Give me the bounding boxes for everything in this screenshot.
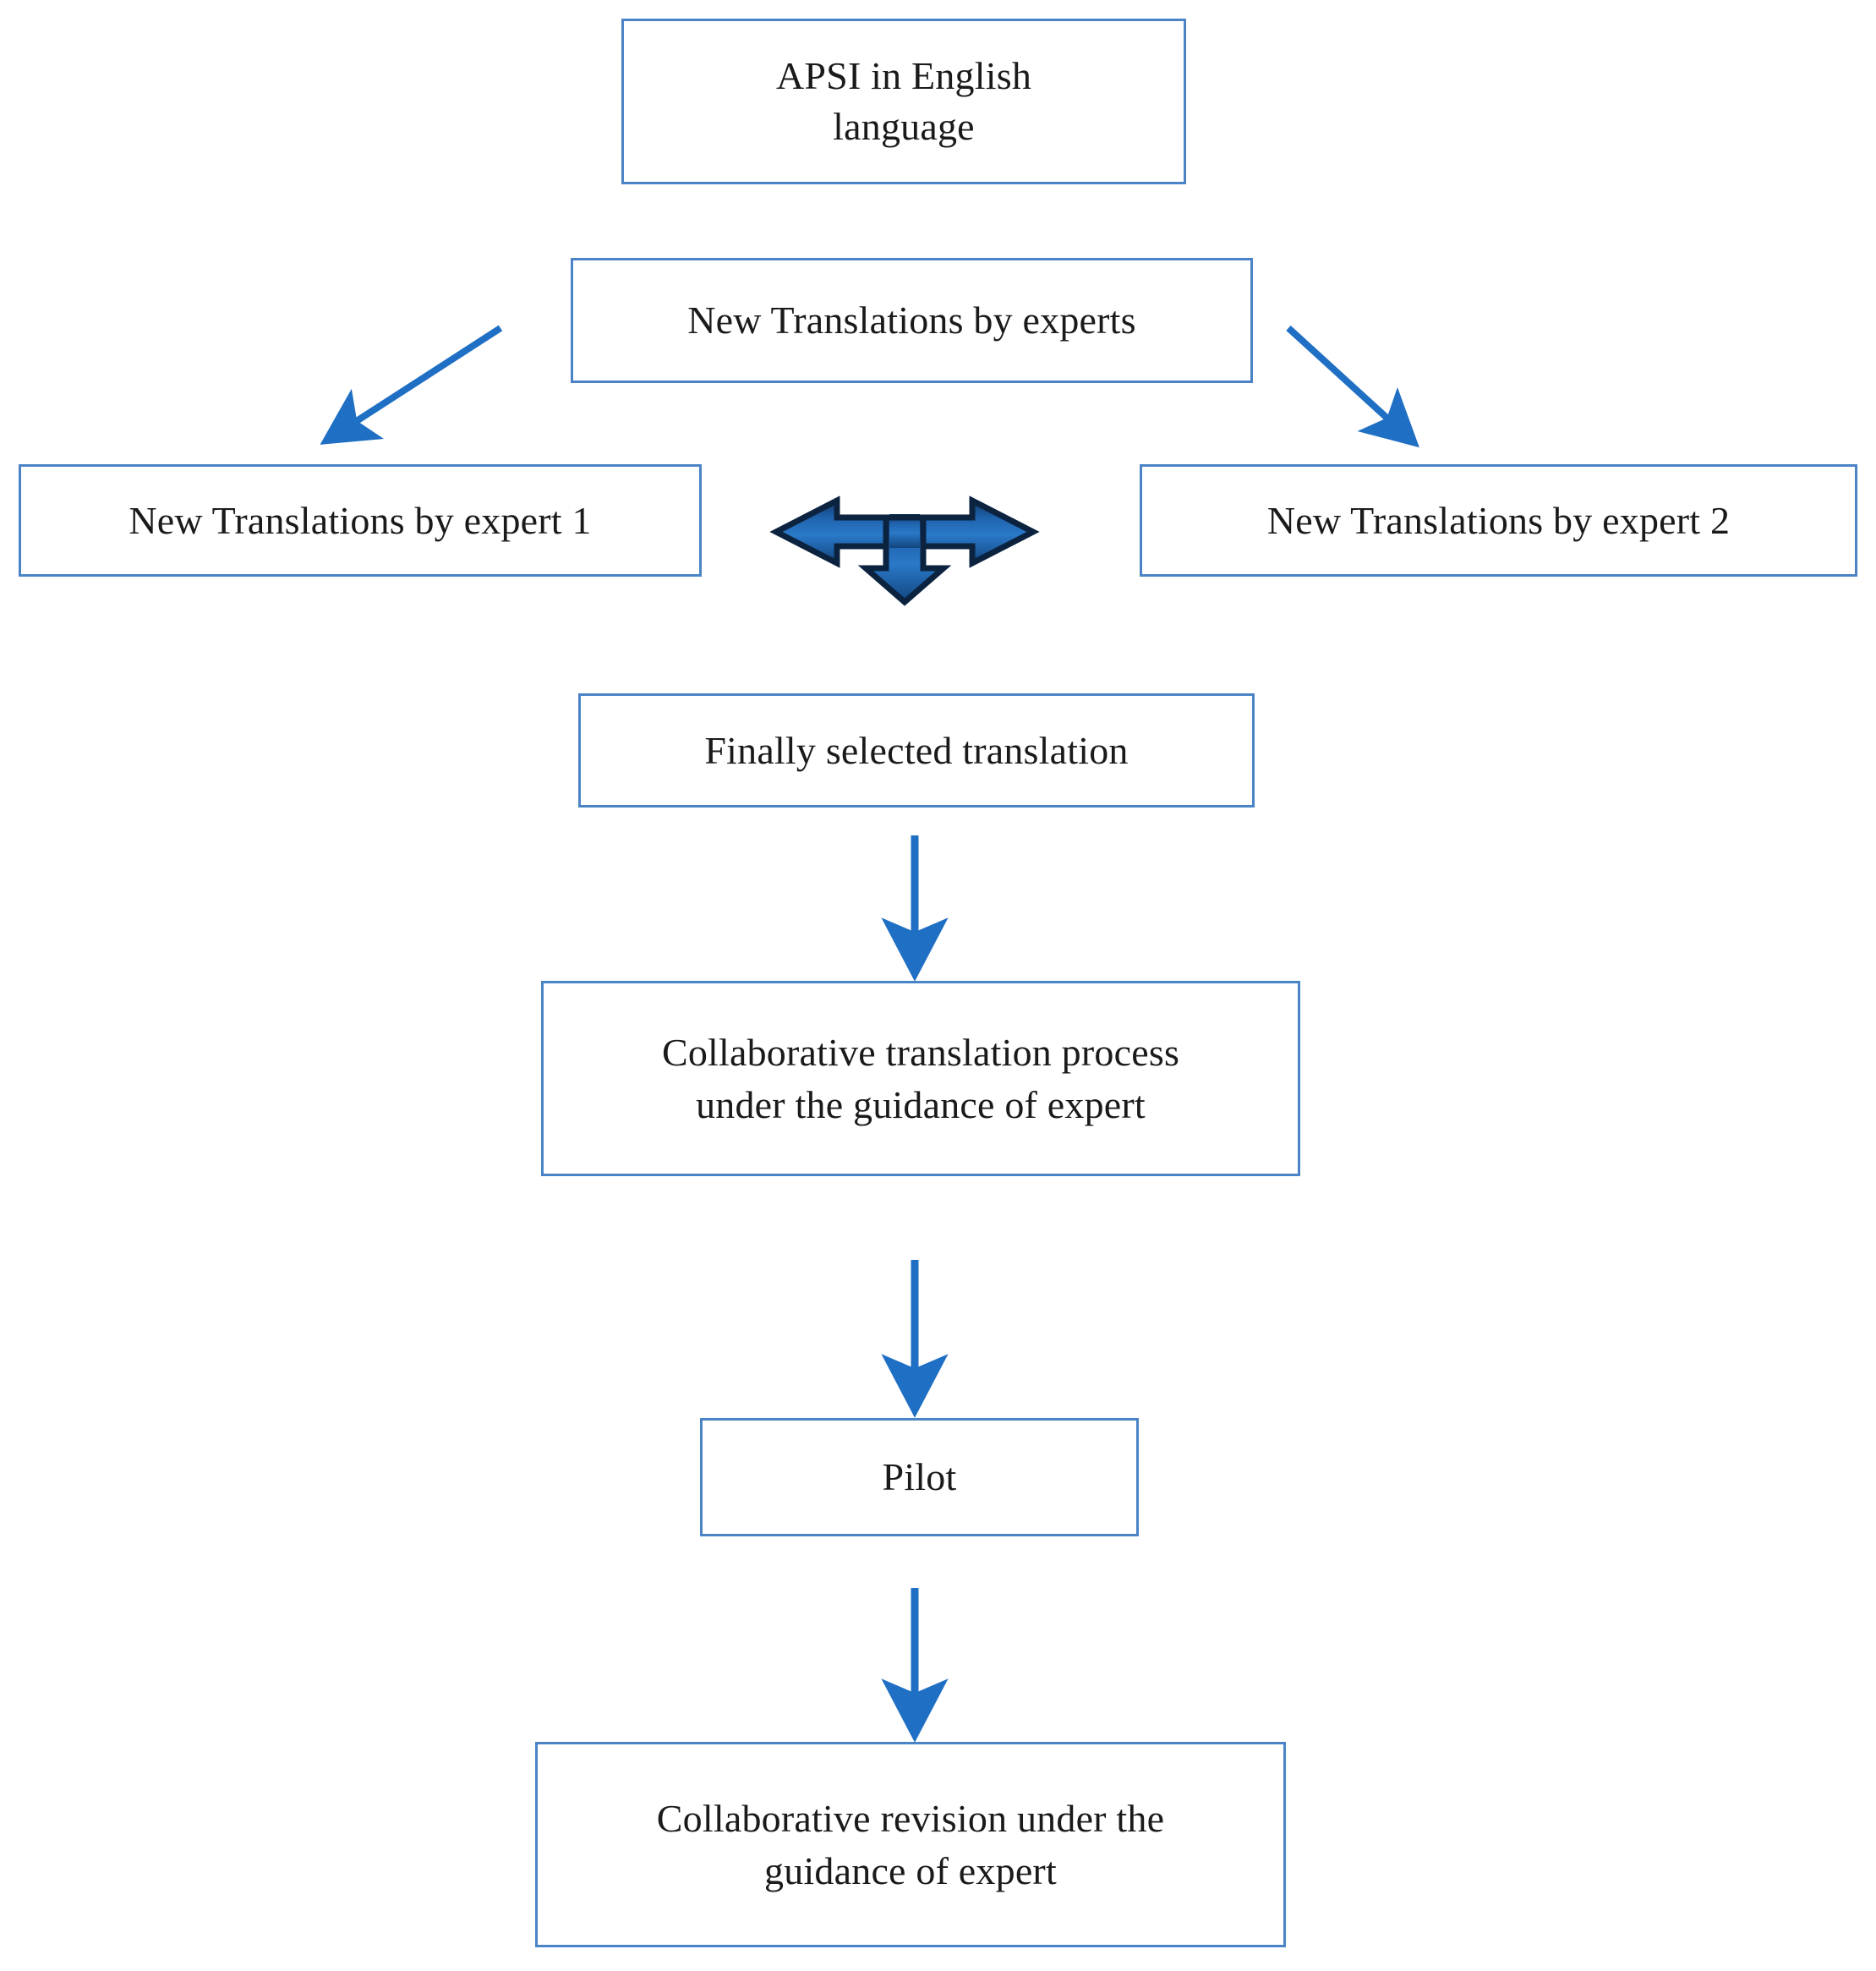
edge-experts-to-expert2 bbox=[1286, 326, 1419, 448]
node-label: Pilot bbox=[882, 1455, 957, 1499]
node-label: Finally selected translation bbox=[704, 728, 1129, 772]
node-label: New Translations by expert 1 bbox=[129, 498, 592, 542]
node-label: New Translations by experts bbox=[687, 298, 1136, 342]
node-apsi-in-english-language[interactable]: APSI in English language bbox=[621, 19, 1186, 184]
node-collaborative-revision[interactable]: Collaborative revision under the guidanc… bbox=[535, 1742, 1286, 1947]
node-label: APSI in English language bbox=[775, 54, 1032, 148]
node-label: Collaborative revision under the guidanc… bbox=[656, 1796, 1165, 1892]
node-new-translations-by-expert-2[interactable]: New Translations by expert 2 bbox=[1140, 464, 1857, 577]
node-new-translations-by-experts[interactable]: New Translations by experts bbox=[571, 258, 1253, 383]
node-label: Collaborative translation process under … bbox=[661, 1030, 1180, 1126]
node-pilot[interactable]: Pilot bbox=[700, 1418, 1139, 1536]
node-finally-selected-translation[interactable]: Finally selected translation bbox=[578, 693, 1255, 808]
node-label: New Translations by expert 2 bbox=[1266, 498, 1731, 542]
node-collaborative-translation-process[interactable]: Collaborative translation process under … bbox=[541, 981, 1300, 1176]
node-new-translations-by-expert-1[interactable]: New Translations by expert 1 bbox=[19, 464, 702, 577]
edge-block-tee-arrow bbox=[769, 495, 1040, 606]
edge-experts-to-expert1 bbox=[320, 325, 503, 445]
